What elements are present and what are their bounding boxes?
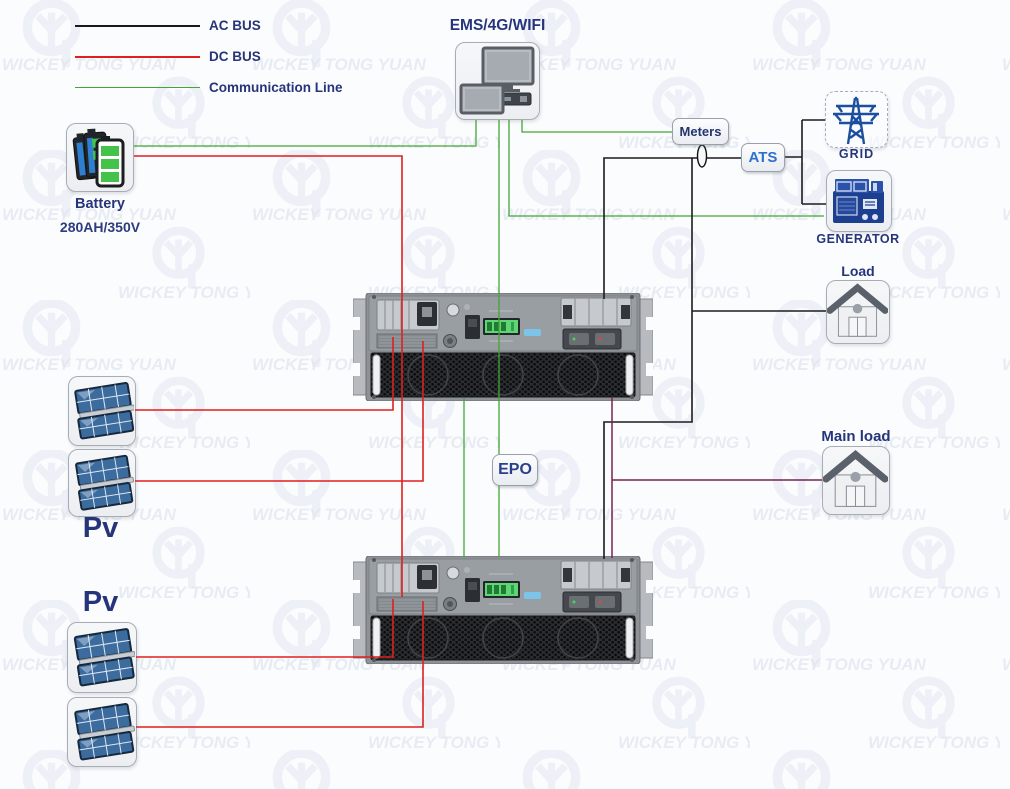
epo-label: EPO <box>498 461 532 478</box>
generator-node <box>826 170 892 232</box>
legend-item-dc-bus: DC BUS <box>75 41 405 72</box>
battery-icon <box>72 128 125 188</box>
rack-inverter-icon <box>353 293 653 401</box>
ac-bus-line-swatch <box>75 24 200 27</box>
battery-spec: 280AH/350V <box>59 219 141 235</box>
grid-node <box>825 91 888 148</box>
ems-computer-icon <box>459 46 535 115</box>
legend-item-ac-bus: AC BUS <box>75 10 405 41</box>
solar-panel-icon <box>74 381 134 440</box>
solar-panel-icon <box>74 702 135 761</box>
main-load-node <box>822 446 890 515</box>
pv-panel-node <box>68 376 136 446</box>
inverter-unit-1 <box>353 293 653 401</box>
ats-label: ATS <box>748 149 778 166</box>
grid-tower-icon <box>833 96 879 145</box>
epo-node: EPO <box>492 454 538 486</box>
pv-panel-node <box>68 449 136 517</box>
meters-label: Meters <box>679 124 722 139</box>
battery-node <box>66 123 134 192</box>
generator-icon <box>833 179 884 223</box>
communication-line-swatch <box>75 87 200 88</box>
legend-item-communication: Communication Line <box>75 72 405 103</box>
ems-label: EMS/4G/WIFI <box>449 17 546 34</box>
legend-label: DC BUS <box>209 49 261 64</box>
pv-panel-node <box>67 697 137 767</box>
legend-label: Communication Line <box>209 80 343 95</box>
generator-label: GENERATOR <box>816 232 900 246</box>
legend-label: AC BUS <box>209 18 261 33</box>
pv-panel-node <box>67 622 137 693</box>
ems-node <box>455 42 540 120</box>
solar-panel-icon <box>73 628 135 687</box>
rack-inverter-icon <box>353 556 653 664</box>
load-label: Load <box>841 263 875 279</box>
meters-node: Meters <box>672 118 729 145</box>
house-icon <box>823 449 888 507</box>
solar-panel-icon <box>75 454 134 511</box>
legend: AC BUS DC BUS Communication Line <box>75 10 405 103</box>
grid-label: GRID <box>838 147 875 161</box>
main-load-label: Main load <box>821 428 891 445</box>
dc-bus-line-swatch <box>75 55 200 58</box>
battery-label: Battery <box>75 196 125 212</box>
inverter-unit-2 <box>353 556 653 664</box>
pv-group-2-label: Pv <box>82 586 119 618</box>
pv-group-1-label: Pv <box>82 512 119 544</box>
load-node <box>826 280 890 344</box>
house-icon <box>827 283 888 337</box>
ats-node: ATS <box>741 143 785 172</box>
